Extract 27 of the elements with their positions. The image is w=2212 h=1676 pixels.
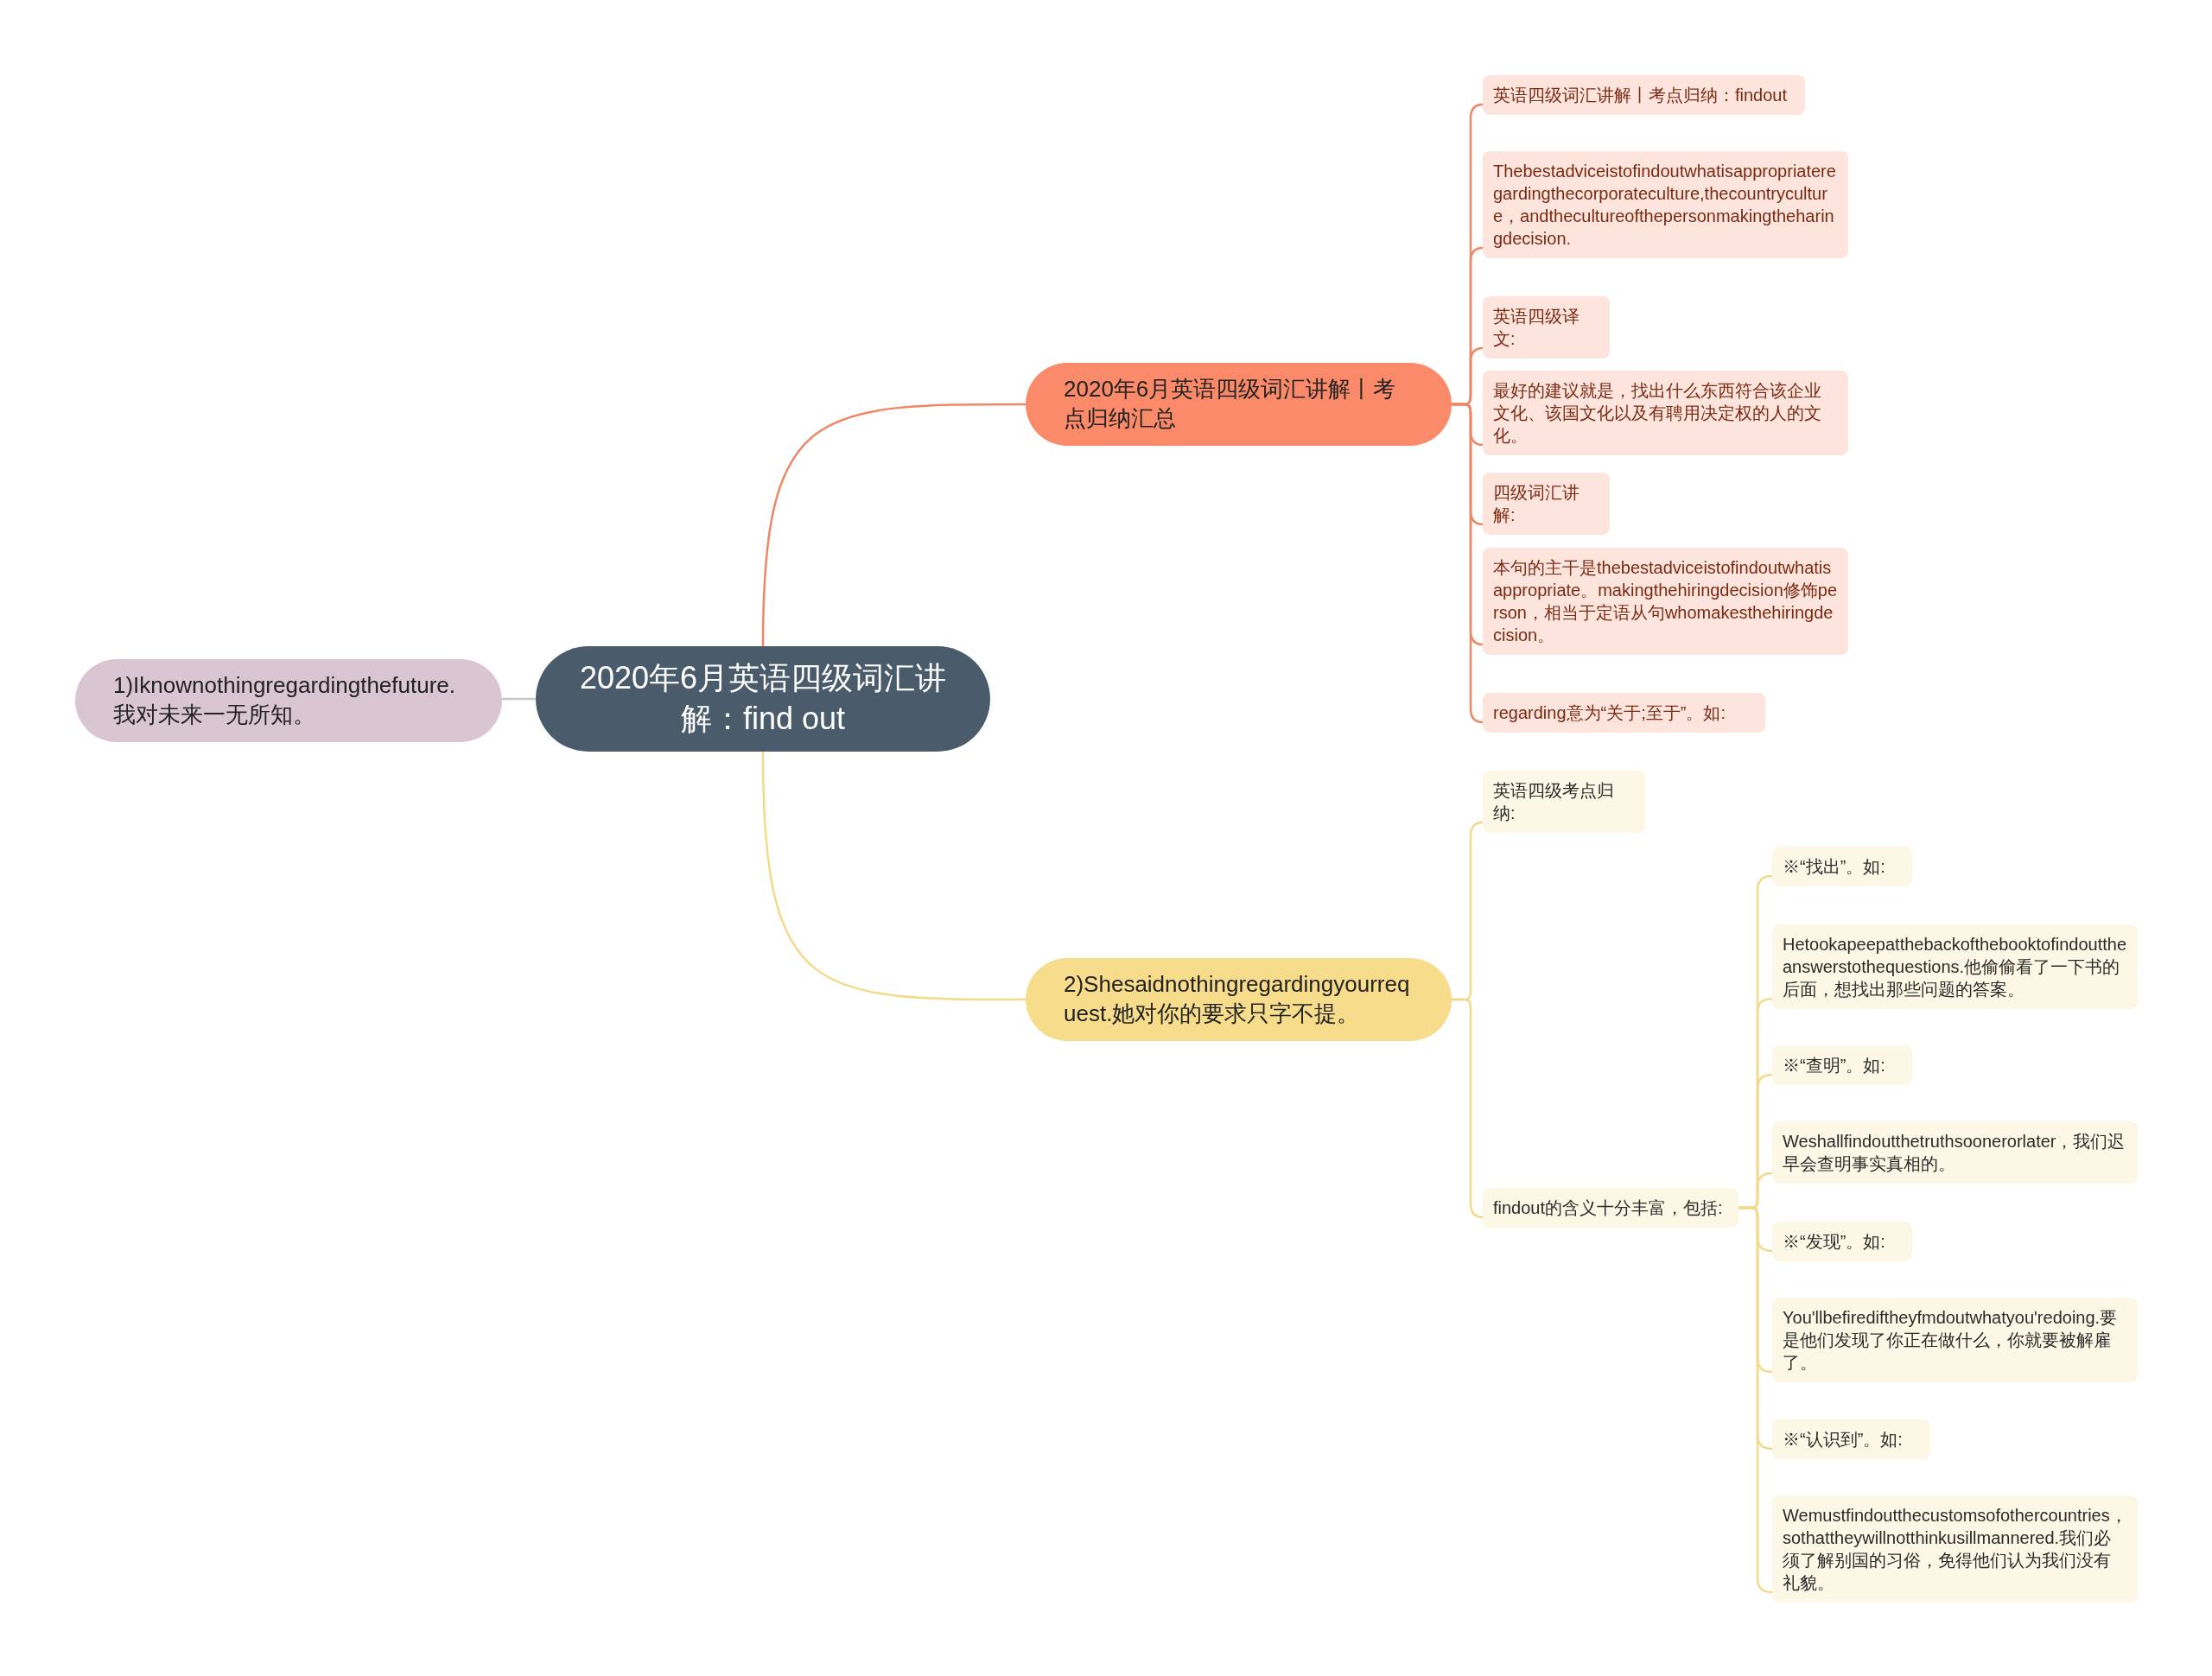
note-box: 最好的建议就是，找出什么东西符合该企业文化、该国文化以及有聘用决定权的人的文化。 [1483,371,1848,455]
topic-box: 2)Shesaidnothingregardingyourrequest.她对你的要求只字不提。 [1026,958,1452,1041]
note-box: Hetookapeepatthebackofthebooktofindouttheanswerstothequestions.他偷偷看了一下书的后面，想找出那些问题的答案。 [1772,924,2138,1009]
note-box: findout的含义十分丰富，包括: [1483,1188,1738,1228]
note-box: Thebestadviceistofindoutwhatisappropriateregardingthecorporateculture,thecountryculture，andthecultureofthepersonmakingtheharingdecision. [1483,151,1848,258]
note-box: You'llbefirediftheyfmdoutwhatyou'redoing.要是他们发现了你正在做什么，你就要被解雇了。 [1772,1298,2138,1382]
central-topic: 2020年6月英语四级词汇讲解：find out [536,646,990,752]
note-box: ※“查明”。如: [1772,1045,1912,1085]
branch-line [1452,403,1484,724]
note-box: Weshallfindoutthetruthsoonerorlater，我们迟早会查明事实真相的。 [1772,1121,2138,1184]
note-box: ※“认识到”。如: [1772,1419,1930,1459]
note-box: 四级词汇讲解: [1483,473,1610,535]
note-box: ※“发现”。如: [1772,1222,1912,1261]
branch-line [761,403,1026,647]
branch-line [1738,1206,1773,1594]
note-box: 英语四级译文: [1483,296,1610,359]
note-box: 英语四级词汇讲解丨考点归纳：findout [1483,75,1805,115]
note-box: Wemustfindoutthecustomsofothercountries，sothattheywillnotthinkusillmannered.我们必须了解别国的习俗，免得他们认为我们没有礼貌。 [1772,1495,2138,1603]
topic-box: 2020年6月英语四级词汇讲解丨考点归纳汇总 [1026,363,1452,446]
note-box: regarding意为“关于;至于”。如: [1483,693,1765,733]
branch-line [761,751,1026,1001]
note-box: 本句的主干是thebestadviceistofindoutwhatisappropriate。makingthehiringdecision修饰person，相当于定语从句whomakesthehiringdecision。 [1483,548,1848,655]
note-box: 英语四级考点归纳: [1483,771,1645,833]
branch-line [1452,998,1484,1219]
note-box: ※“找出”。如: [1772,847,1912,886]
branch-line [502,697,536,701]
topic-box: 1)Iknownothingregardingthefuture.我对未来一无所知。 [75,659,502,742]
